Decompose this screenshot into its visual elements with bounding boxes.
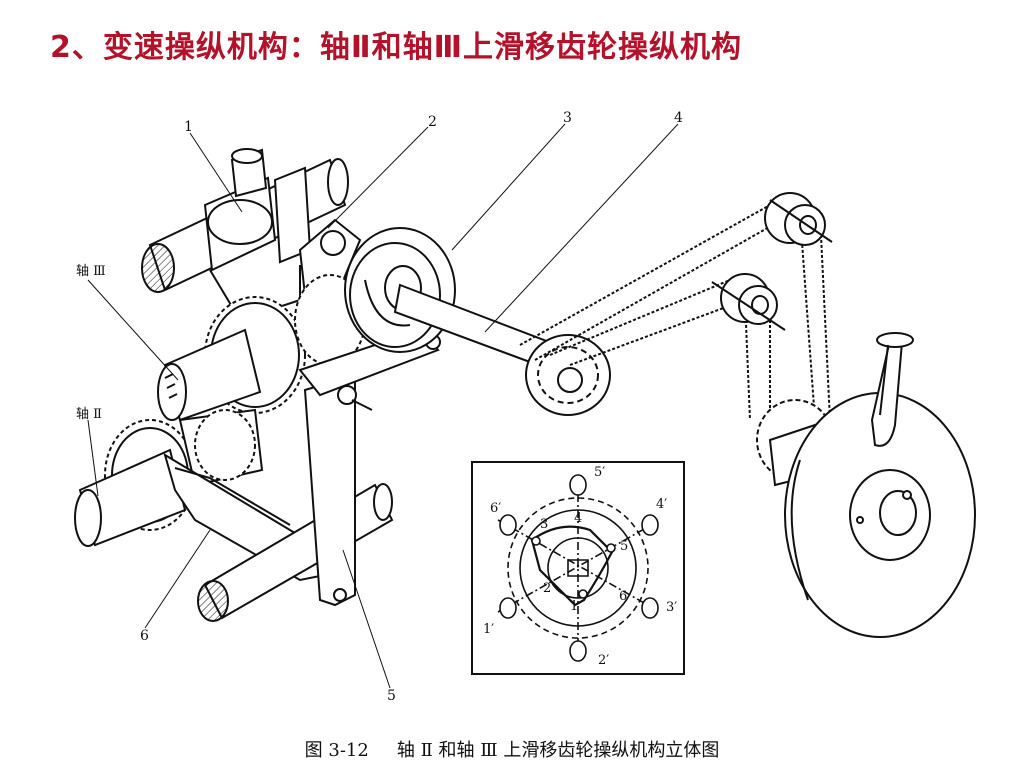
figure-caption: 图 3-12 轴 Ⅱ 和轴 Ⅲ 上滑移齿轮操纵机构立体图 — [0, 736, 1024, 762]
figure-caption-text: 轴 Ⅱ 和轴 Ⅲ 上滑移齿轮操纵机构立体图 — [396, 740, 720, 761]
label-part-6: 6 — [140, 628, 149, 644]
sprocket-lower — [525, 334, 611, 416]
control-handle — [870, 332, 914, 447]
figure-number: 图 3-12 — [304, 740, 369, 761]
label-part-1: 1 — [184, 119, 193, 135]
label-part-4: 4 — [674, 110, 683, 126]
inset-label-6p: 6′ — [490, 501, 501, 516]
inset-label-6: 6 — [619, 589, 627, 604]
inset-label-1: 1 — [570, 599, 578, 614]
inset-label-1p: 1′ — [483, 622, 494, 637]
leader-lines — [87, 123, 679, 689]
part-5-lever-arm — [298, 328, 441, 607]
inset-label-4p: 4′ — [656, 497, 667, 512]
label-shaft-iii: 轴 Ⅲ — [76, 264, 106, 279]
label-part-2: 2 — [428, 114, 437, 130]
handwheel-disc — [784, 392, 976, 638]
inset-label-4: 4 — [574, 511, 582, 526]
inset-label-2p: 2′ — [598, 653, 609, 668]
chain-runs — [519, 204, 831, 421]
label-part-3: 3 — [563, 110, 572, 126]
inset-cam-plate: 5′ 4′ 6′ 3′ 1′ 2′ 3 4 5 6 2 1 — [471, 461, 685, 675]
sprocket-middle-right — [711, 273, 786, 331]
label-part-5: 5 — [387, 688, 396, 704]
label-shaft-ii: 轴 Ⅱ — [76, 407, 102, 422]
sprocket-upper-right — [764, 192, 833, 246]
part-1-fork-block — [203, 148, 312, 322]
inset-label-5p: 5′ — [594, 465, 605, 480]
slide-title: 2、变速操纵机构：轴Ⅱ和轴Ⅲ上滑移齿轮操纵机构 — [50, 30, 742, 65]
inset-label-3p: 3′ — [666, 600, 677, 615]
inset-label-5: 5 — [620, 539, 628, 554]
inset-label-2: 2 — [543, 581, 551, 596]
inset-label-3: 3 — [540, 517, 548, 532]
